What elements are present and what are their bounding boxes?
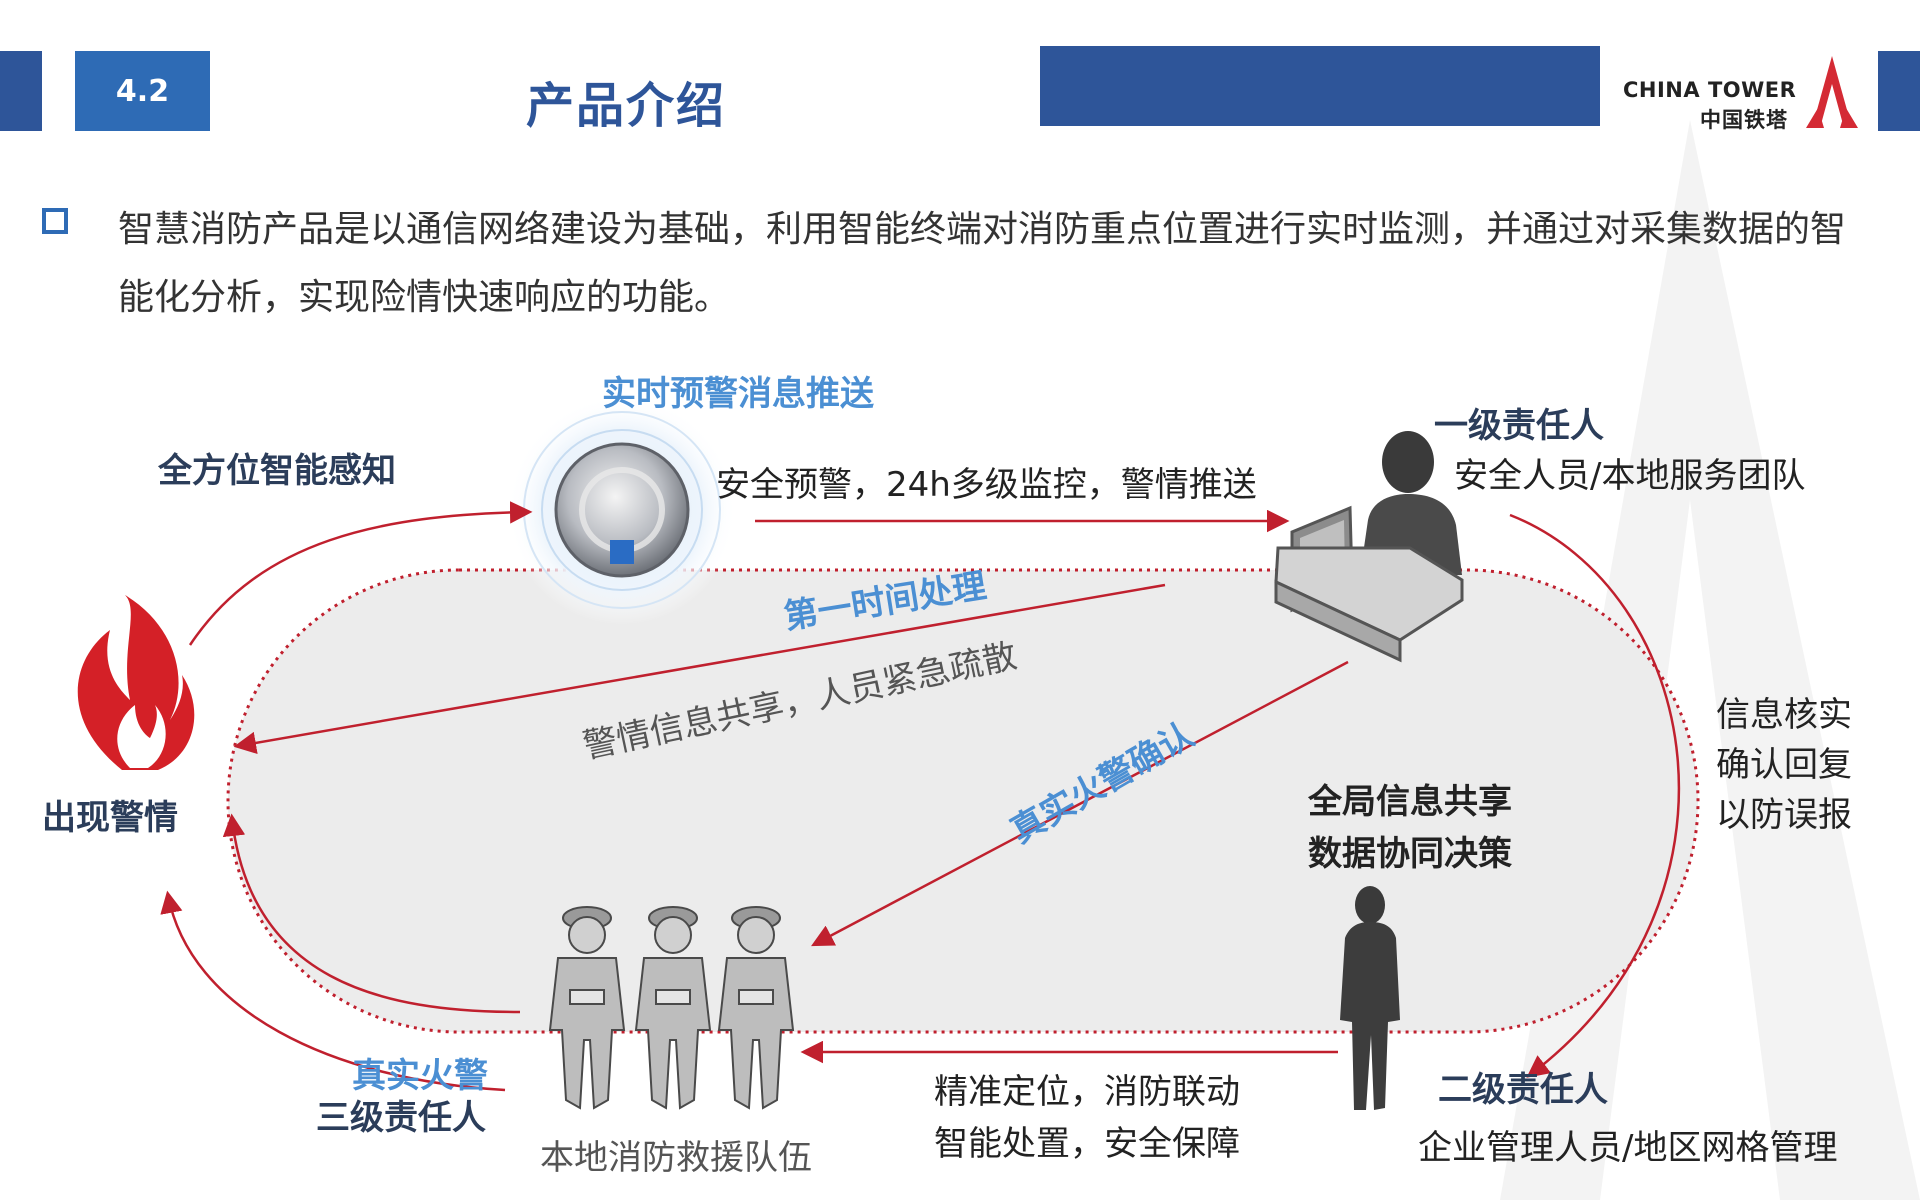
arrow-first-to-team bbox=[811, 660, 1349, 947]
smoke-sensor-icon bbox=[554, 442, 690, 578]
arrow-alarm-to-sensor bbox=[188, 501, 533, 646]
logo-text-cn: 中国铁塔 bbox=[1700, 108, 1788, 132]
global-share-text: 全局信息共享 数据协同决策 bbox=[1308, 776, 1512, 880]
verify-line-2: 确认回复 bbox=[1716, 745, 1852, 785]
header-middle-bar bbox=[1040, 46, 1600, 126]
arrow-team-to-alarm-outer bbox=[160, 890, 506, 1092]
second-responsible-desc: 企业管理人员/地区网格管理 bbox=[1418, 1128, 1838, 1168]
verify-line-1: 信息核实 bbox=[1716, 695, 1852, 735]
global-share-line-1: 全局信息共享 bbox=[1308, 782, 1512, 822]
arrow-first-to-alarm bbox=[233, 583, 1166, 755]
third-responsible-label: 三级责任人 bbox=[316, 1098, 486, 1138]
fire-icon bbox=[77, 595, 195, 770]
header-left-bar bbox=[0, 51, 42, 131]
verify-text: 信息核实 确认回复 以防误报 bbox=[1716, 690, 1852, 840]
header-right-bar bbox=[1878, 51, 1920, 131]
logo-text-en: CHINA TOWER bbox=[1623, 78, 1797, 102]
first-responsible-desc: 安全人员/本地服务团队 bbox=[1454, 456, 1806, 496]
section-number-badge: 4.2 bbox=[75, 51, 210, 131]
second-responsible-title: 二级责任人 bbox=[1438, 1070, 1608, 1110]
location-line-1: 精准定位，消防联动 bbox=[934, 1072, 1240, 1112]
real-fire-label: 真实火警 bbox=[352, 1056, 488, 1096]
section-number: 4.2 bbox=[115, 73, 170, 109]
arrow-first-to-second bbox=[1509, 513, 1681, 1078]
local-team-label: 本地消防救援队伍 bbox=[540, 1138, 812, 1178]
location-text: 精准定位，消防联动 智能处置，安全保障 bbox=[934, 1066, 1240, 1170]
bullet-square-icon bbox=[42, 208, 68, 234]
firefighter-team-icon bbox=[548, 906, 795, 1110]
operator-computer-icon bbox=[1274, 431, 1464, 663]
perception-label: 全方位智能感知 bbox=[158, 451, 396, 491]
manager-person-icon bbox=[1340, 886, 1400, 1110]
location-line-2: 智能处置，安全保障 bbox=[934, 1124, 1240, 1164]
verify-line-3: 以防误报 bbox=[1716, 795, 1852, 835]
alert-description: 安全预警，24h多级监控，警情推送 bbox=[716, 465, 1257, 505]
intro-paragraph: 智慧消防产品是以通信网络建设为基础，利用智能终端对消防重点位置进行实时监测，并通… bbox=[118, 209, 1847, 318]
page-title: 产品介绍 bbox=[526, 78, 727, 134]
alert-push-label: 实时预警消息推送 bbox=[602, 374, 874, 414]
alarm-label: 出现警情 bbox=[42, 798, 178, 838]
china-tower-logo-icon bbox=[1806, 56, 1858, 128]
global-share-line-2: 数据协同决策 bbox=[1308, 834, 1512, 874]
arrow-team-to-alarm-inner bbox=[222, 813, 521, 1014]
first-responsible-title: 一级责任人 bbox=[1434, 406, 1604, 446]
